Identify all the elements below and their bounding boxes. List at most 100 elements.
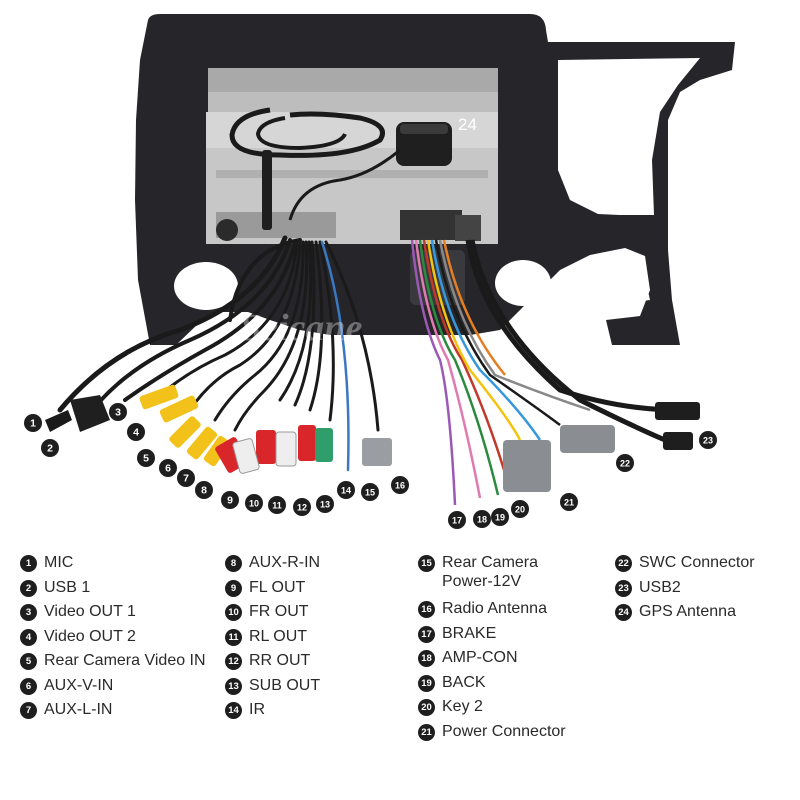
legend-badge-11: 11 (225, 628, 242, 646)
legend-item-8: 8 AUX-R-IN (225, 553, 320, 578)
legend-label-2: USB 1 (44, 578, 91, 596)
callout-badge-16 (391, 476, 409, 494)
callout-badge-23 (699, 431, 717, 449)
harness-left (57, 235, 380, 472)
callout-badge-8 (195, 481, 213, 499)
callout-badge-7 (177, 469, 195, 487)
legend-label-4: Video OUT 2 (44, 627, 136, 645)
wiring-diagram: 24 (24, 14, 735, 529)
callout-number-5: 5 (143, 453, 149, 465)
head-unit (206, 68, 498, 244)
legend-label-1: MIC (44, 554, 74, 571)
callout-number-6: 6 (165, 463, 171, 475)
callout-badge-3 (109, 403, 127, 421)
legend-badge-22: 22 (615, 555, 632, 572)
callout-badge-14 (337, 481, 355, 499)
legend-badge-9: 9 (225, 579, 242, 597)
callout-badge-5 (137, 449, 155, 467)
power-connector-plug (503, 440, 551, 492)
legend-badge-18: 18 (418, 650, 435, 667)
callout-number-23: 23 (703, 436, 713, 446)
rca-connectors (139, 384, 392, 474)
callout-badge-19 (491, 508, 509, 526)
legend-label-9: FL OUT (249, 578, 306, 596)
callout-number-15: 15 (365, 488, 375, 498)
callout-number-8: 8 (201, 485, 207, 497)
callout-badge-2 (41, 439, 59, 457)
harness-right (410, 239, 681, 506)
legend-badge-12: 12 (225, 653, 242, 670)
legend-label-23: USB2 (639, 578, 681, 596)
swc-connector-plug (560, 425, 615, 453)
callout-number-21: 21 (564, 498, 574, 508)
legend-badge-13: 13 (225, 677, 242, 695)
callout-number-10: 10 (249, 499, 259, 509)
callout-badge-9 (221, 491, 239, 509)
legend-badge-6: 6 (20, 677, 37, 695)
legend-label-22: SWC Connector (639, 554, 755, 571)
legend-badge-7: 7 (20, 702, 37, 719)
legend-label-14: IR (249, 701, 265, 718)
callout-number-3: 3 (115, 407, 121, 419)
legend-badge-5: 5 (20, 653, 37, 670)
callout-number-19: 19 (495, 513, 505, 523)
callout-number-7: 7 (183, 473, 189, 485)
legend-label-16: Radio Antenna (442, 600, 547, 617)
callout-number-14: 14 (341, 486, 351, 496)
legend-badge-15: 15 (418, 555, 435, 572)
legend-label-15: Rear Camera Power-12V (442, 554, 539, 590)
callout-badge-20 (511, 500, 529, 518)
callout-number-11: 11 (272, 501, 282, 511)
callout-badge-17 (448, 511, 466, 529)
legend-item-3: 3 Video OUT 1 (20, 602, 206, 627)
callout-badge-10 (245, 494, 263, 512)
legend-label-10: FR OUT (249, 603, 309, 620)
legend-badge-3: 3 (20, 604, 37, 621)
callout-badge-6 (159, 459, 177, 477)
callout-badge-1 (24, 414, 42, 432)
radio-antenna-plug (362, 438, 392, 466)
legend-badge-4: 4 (20, 628, 37, 646)
legend-label-7: AUX-L-IN (44, 701, 113, 718)
callout-number-4: 4 (133, 427, 139, 439)
legend-label-8: AUX-R-IN (249, 554, 321, 571)
legend-badge-17: 17 (418, 625, 435, 643)
legend-label-18: AMP-CON (442, 649, 518, 666)
callout-number-20: 20 (515, 505, 525, 515)
legend-item-14: 14 IR (225, 700, 320, 725)
watermark: Seicane (240, 307, 363, 349)
legend-label-11: RL OUT (249, 627, 308, 645)
wifi-antenna (262, 150, 272, 230)
callout-badge-11 (268, 496, 286, 514)
legend-label-24: GPS Antenna (639, 603, 736, 620)
legend-label-20: Key 2 (442, 698, 483, 715)
legend-badge-24: 24 (615, 604, 632, 621)
callout-number-16: 16 (395, 481, 405, 491)
legend-item-7: 7 AUX-L-IN (20, 700, 206, 725)
callout-badge-4 (127, 423, 145, 441)
callout-number-22: 22 (620, 459, 630, 469)
callout-number-17: 17 (452, 516, 462, 526)
legend-label-13: SUB OUT (249, 676, 321, 694)
legend-badge-8: 8 (225, 555, 242, 572)
legend-item-15: 15 Rear Camera Power-12V (418, 553, 566, 599)
legend-badge-14: 14 (225, 702, 242, 719)
callout-number-9: 9 (227, 495, 233, 507)
legend-label-17: BRAKE (442, 624, 497, 642)
legend-item-9: 9 FL OUT (225, 578, 320, 603)
callout-number-18: 18 (477, 515, 487, 525)
legend-item-24: 24 GPS Antenna (615, 602, 755, 627)
gps-antenna: 24 (229, 107, 477, 221)
legend-label-3: Video OUT 1 (44, 603, 136, 620)
